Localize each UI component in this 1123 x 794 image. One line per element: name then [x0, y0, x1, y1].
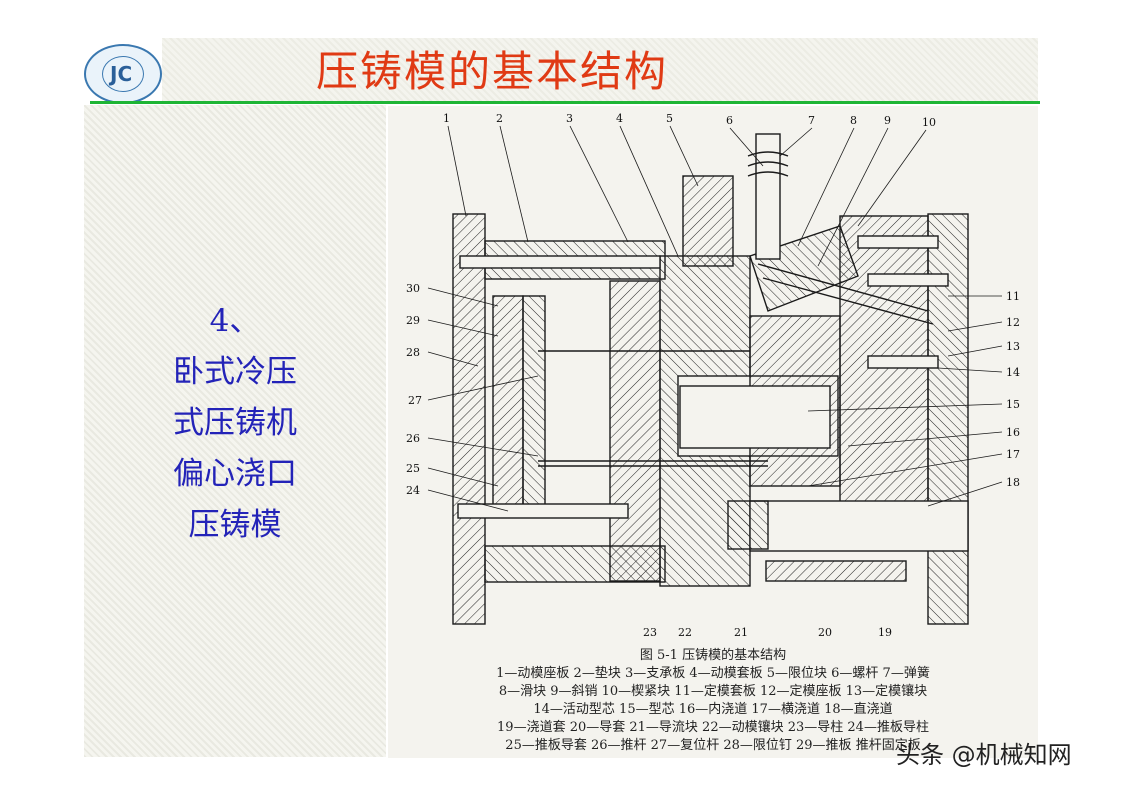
side-caption: 4、 卧式冷压 式压铸机 偏心浇口 压铸模	[84, 296, 386, 551]
part-number: 25	[406, 462, 420, 475]
caption-title: 图 5-1 压铸模的基本结构	[639, 648, 787, 663]
header-band	[162, 38, 1038, 102]
part-number: 12	[1006, 316, 1020, 329]
part-number: 18	[1006, 476, 1020, 489]
legend-line: 8—滑块 9—斜销 10—楔紧块 11—定模套板 12—定模座板 13—定模镶块	[498, 684, 928, 699]
diverter-block	[727, 500, 769, 550]
side-line: 式压铸机	[173, 405, 297, 441]
ejector-retainer-plate	[522, 295, 546, 507]
ejector-guide-pillar	[457, 503, 629, 519]
part-number: 9	[884, 114, 891, 127]
part-number: 8	[850, 114, 857, 127]
part-number: 17	[1006, 448, 1020, 461]
part-number: 2	[496, 112, 503, 125]
mold-cross-section-drawing: 1 2 3 4 5 6 7 8 9 10 11 12 13 14 15 16 1…	[406, 112, 1020, 639]
side-line: 偏心浇口	[173, 456, 297, 492]
guide-bushing	[765, 560, 907, 582]
legend-line: 19—浇道套 20—导套 21—导流块 22—动模镶块 23—导柱 24—推板导…	[497, 720, 929, 735]
part-number: 30	[406, 282, 420, 295]
slide-title: 压铸模的基本结构	[316, 47, 669, 96]
part-number: 20	[818, 626, 832, 639]
university-logo: JC	[84, 44, 162, 104]
side-line: 4、	[209, 303, 261, 339]
title-divider	[90, 101, 1040, 104]
legend-line-tail: 推杆固定板	[855, 738, 921, 753]
part-number: 29	[406, 314, 420, 327]
side-panel	[84, 105, 386, 757]
sprue-bushing	[749, 500, 969, 552]
legend-line: 14—活动型芯 15—型芯 16—内浇道 17—横浇道 18—直浇道	[533, 702, 893, 717]
moving-clamp-plate	[452, 213, 486, 625]
ejector-plate	[492, 295, 524, 507]
legend-line-text: 25—推板导套 26—推杆 27—复位杆 28—限位钉 29—推板	[505, 738, 852, 753]
part-number: 3	[566, 112, 573, 125]
part-number: 4	[616, 112, 623, 125]
legend-line: 1—动模座板 2—垫块 3—支承板 4—动模套板 5—限位块 6—螺杆 7—弹簧	[496, 666, 930, 681]
logo-mark-icon: JC	[110, 62, 133, 86]
part-number: 16	[1006, 426, 1020, 439]
part-number: 6	[726, 114, 733, 127]
part-number: 1	[443, 112, 450, 125]
side-line: 卧式冷压	[173, 354, 297, 390]
part-number: 23	[643, 626, 657, 639]
part-number: 10	[922, 116, 936, 129]
part-number: 14	[1006, 366, 1020, 379]
part-number: 24	[406, 484, 420, 497]
source-watermark: 头条 @机械知网	[896, 741, 1072, 769]
part-number: 28	[406, 346, 420, 359]
part-number: 22	[678, 626, 692, 639]
part-number: 27	[408, 394, 422, 407]
part-number: 26	[406, 432, 420, 445]
part-number: 19	[878, 626, 892, 639]
limit-block	[682, 175, 734, 267]
part-number: 7	[808, 114, 815, 127]
part-number: 13	[1006, 340, 1020, 353]
support-plate	[609, 280, 661, 582]
core-profile	[679, 385, 831, 449]
figure-caption: 图 5-1 压铸模的基本结构 1—动模座板 2—垫块 3—支承板 4—动模套板 …	[388, 647, 1038, 755]
spring	[747, 151, 789, 177]
screw	[755, 133, 781, 260]
part-number: 5	[666, 112, 673, 125]
angle-pin	[757, 263, 929, 312]
part-number: 15	[1006, 398, 1020, 411]
logo-emblem	[102, 56, 144, 92]
part-number: 21	[734, 626, 748, 639]
die-casting-figure: 1 2 3 4 5 6 7 8 9 10 11 12 13 14 15 16 1…	[388, 106, 1038, 758]
side-line: 压铸模	[188, 507, 282, 543]
part-number: 11	[1006, 290, 1020, 303]
bolt	[459, 255, 661, 269]
legend-line: 25—推板导套 26—推杆 27—复位杆 28—限位钉 29—推板 推杆固定板	[388, 737, 1038, 755]
